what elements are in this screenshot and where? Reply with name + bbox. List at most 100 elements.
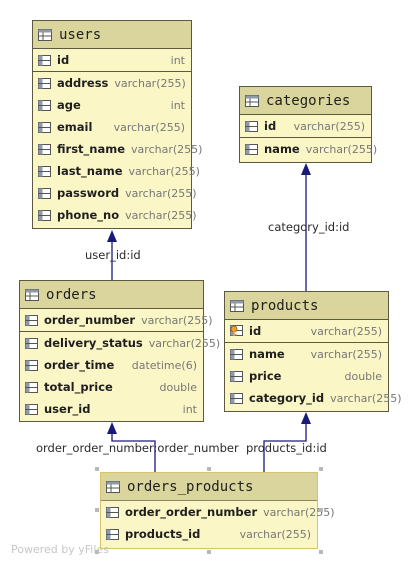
column-icon bbox=[245, 143, 258, 155]
table-title: orders_products bbox=[127, 478, 254, 495]
column-name: email bbox=[57, 120, 93, 134]
column-name: delivery_status bbox=[44, 336, 143, 350]
key-column-icon bbox=[230, 325, 243, 336]
column-name: last_name bbox=[57, 164, 123, 178]
table-orders-products[interactable]: orders_products order_order_number varch… bbox=[100, 472, 335, 549]
watermark: Powered by yFiles bbox=[11, 543, 109, 556]
column-name: name bbox=[249, 347, 285, 361]
column-row[interactable]: name varchar(255) bbox=[225, 343, 388, 365]
column-name: category_id bbox=[249, 391, 325, 405]
column-name: age bbox=[57, 98, 81, 112]
selection-handle[interactable] bbox=[95, 550, 99, 554]
column-icon bbox=[38, 54, 51, 66]
column-row[interactable]: first_name varchar(255) bbox=[33, 138, 202, 160]
column-row[interactable]: age int bbox=[33, 94, 191, 116]
columns-group: name varchar(255) price double category_… bbox=[225, 343, 402, 409]
column-name: price bbox=[249, 369, 282, 383]
column-type: double bbox=[159, 380, 198, 394]
primary-key-group: id varchar(255) bbox=[240, 115, 371, 138]
column-row[interactable]: name varchar(255) bbox=[240, 138, 377, 160]
edge-orders-products-to-orders bbox=[111, 434, 156, 472]
selection-handle[interactable] bbox=[95, 467, 99, 471]
selection-handle[interactable] bbox=[207, 467, 211, 471]
column-icon bbox=[230, 392, 243, 404]
column-type: datetime(6) bbox=[131, 358, 197, 372]
table-categories[interactable]: categories id varchar(255) name varchar(… bbox=[239, 86, 377, 163]
table-header: orders_products bbox=[101, 473, 317, 501]
column-row[interactable]: order_number varchar(255) bbox=[20, 309, 213, 331]
column-name: name bbox=[264, 142, 300, 156]
column-icon bbox=[38, 143, 51, 155]
column-type: varchar(255) bbox=[239, 527, 311, 541]
table-icon bbox=[25, 288, 39, 301]
column-row[interactable]: email varchar(255) bbox=[33, 116, 191, 138]
column-name: password bbox=[57, 186, 120, 200]
arrowhead-products bbox=[301, 412, 311, 424]
column-row[interactable]: address varchar(255) bbox=[33, 72, 191, 94]
column-type: int bbox=[170, 53, 185, 67]
column-type: double bbox=[344, 369, 383, 383]
column-type: varchar(255) bbox=[114, 76, 186, 90]
column-row[interactable]: user_id int bbox=[20, 398, 203, 420]
column-icon bbox=[230, 348, 243, 360]
table-icon bbox=[38, 28, 52, 41]
selection-handle[interactable] bbox=[95, 508, 99, 512]
table-title: products bbox=[251, 297, 319, 314]
column-name: order_time bbox=[44, 358, 115, 372]
table-products[interactable]: products id varchar(255) name varchar(25… bbox=[224, 291, 402, 412]
arrowhead-categories bbox=[301, 163, 311, 175]
column-icon bbox=[38, 165, 51, 177]
relation-label-user-id: user_id:id bbox=[85, 248, 141, 262]
column-row[interactable]: phone_no varchar(255) bbox=[33, 204, 197, 226]
column-type: varchar(255) bbox=[310, 324, 382, 338]
selection-handle[interactable] bbox=[319, 467, 323, 471]
column-type: int bbox=[182, 402, 197, 416]
column-name: total_price bbox=[44, 380, 113, 394]
column-type: varchar(255) bbox=[293, 119, 365, 133]
column-row[interactable]: password varchar(255) bbox=[33, 182, 197, 204]
column-type: varchar(255) bbox=[113, 120, 185, 134]
selection-handle[interactable] bbox=[319, 508, 323, 512]
column-name: id bbox=[264, 119, 277, 133]
column-icon bbox=[25, 314, 38, 326]
column-type: varchar(255) bbox=[263, 505, 335, 519]
arrowhead-users bbox=[107, 230, 117, 242]
column-type: varchar(255) bbox=[310, 347, 382, 361]
column-icon bbox=[38, 187, 51, 199]
relation-label-products-id: products_id:id bbox=[246, 441, 327, 455]
table-orders[interactable]: orders order_number varchar(255) deliver… bbox=[19, 280, 220, 422]
table-title: users bbox=[59, 26, 102, 43]
table-icon bbox=[106, 480, 120, 493]
column-row[interactable]: delivery_status varchar(255) bbox=[20, 332, 220, 354]
column-icon bbox=[38, 121, 51, 133]
column-name: first_name bbox=[57, 142, 126, 156]
column-row[interactable]: price double bbox=[225, 365, 388, 387]
table-users[interactable]: users id int address varchar(255) age in… bbox=[32, 20, 202, 229]
column-row[interactable]: order_order_number varchar(255) bbox=[101, 501, 335, 523]
column-name: products_id bbox=[125, 527, 201, 541]
primary-key-group: id int bbox=[33, 49, 191, 72]
primary-key-group: order_number varchar(255) bbox=[20, 309, 213, 332]
column-icon bbox=[38, 77, 51, 89]
column-name: id bbox=[249, 324, 262, 338]
column-icon bbox=[38, 209, 51, 221]
column-row[interactable]: total_price double bbox=[20, 376, 203, 398]
column-row[interactable]: products_id varchar(255) bbox=[101, 523, 317, 545]
columns-group: order_order_number varchar(255) products… bbox=[101, 501, 335, 545]
edge-orders-products-to-products bbox=[263, 424, 307, 472]
selection-handle[interactable] bbox=[207, 550, 211, 554]
column-row[interactable]: id varchar(255) bbox=[225, 320, 388, 342]
column-row[interactable]: category_id varchar(255) bbox=[225, 387, 402, 409]
table-header: products bbox=[225, 292, 388, 320]
column-type: varchar(255) bbox=[148, 336, 221, 350]
selection-handle[interactable] bbox=[319, 550, 323, 554]
column-icon bbox=[106, 528, 119, 540]
column-row[interactable]: last_name varchar(255) bbox=[33, 160, 200, 182]
column-icon bbox=[25, 359, 38, 371]
column-row[interactable]: id int bbox=[33, 49, 191, 71]
column-row[interactable]: order_time datetime(6) bbox=[20, 354, 203, 376]
column-type: varchar(255) bbox=[141, 313, 213, 327]
primary-key-group: id varchar(255) bbox=[225, 320, 388, 343]
column-row[interactable]: id varchar(255) bbox=[240, 115, 371, 137]
